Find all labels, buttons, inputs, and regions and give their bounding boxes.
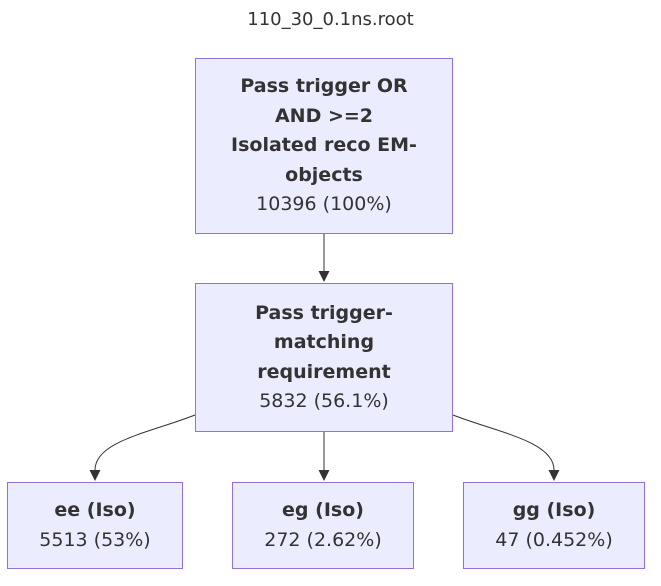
diagram-title: 110_30_0.1ns.root: [247, 9, 414, 30]
node-count: 10396 (100%): [256, 193, 392, 216]
edge-matching-to-eg: [318, 432, 330, 481]
node-label-line: AND >=2: [274, 104, 374, 127]
node-label-line: ee (Iso): [54, 499, 136, 521]
node-label-line: requirement: [257, 360, 391, 383]
edge-matching-to-gg: [452, 414, 560, 481]
node-gg-iso: gg (Iso) 47 (0.452%): [463, 482, 645, 569]
node-root: Pass trigger OR AND >=2 Isolated reco EM…: [195, 58, 453, 234]
node-label-line: objects: [285, 163, 363, 186]
node-ee-iso: ee (Iso) 5513 (53%): [7, 482, 183, 569]
node-trigger-matching: Pass trigger- matching requirement 5832 …: [195, 283, 453, 432]
node-label-line: Pass trigger-: [255, 301, 393, 324]
node-count: 5832 (56.1%): [259, 390, 389, 412]
node-label-line: matching: [273, 331, 375, 353]
edge-matching-to-ee: [89, 414, 196, 481]
edge-root-to-matching: [318, 234, 330, 282]
node-label-line: eg (Iso): [282, 499, 364, 521]
node-label-line: Isolated reco EM-: [231, 134, 417, 157]
node-count: 5513 (53%): [39, 528, 151, 551]
node-count: 272 (2.62%): [264, 528, 382, 551]
node-label-line: gg (Iso): [512, 499, 596, 521]
node-label-line: Pass trigger OR: [240, 75, 408, 98]
node-count: 47 (0.452%): [495, 528, 613, 551]
node-eg-iso: eg (Iso) 272 (2.62%): [232, 482, 414, 569]
